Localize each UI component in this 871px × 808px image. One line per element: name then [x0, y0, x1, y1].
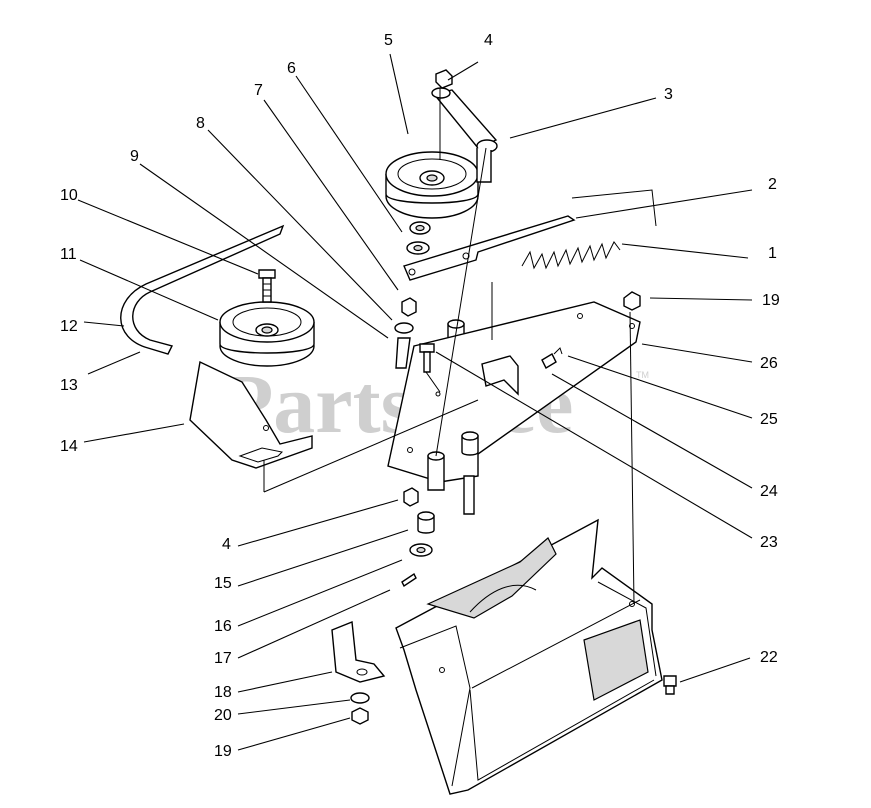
nut-4-top — [435, 69, 453, 89]
discharge-chute — [395, 518, 663, 795]
callout-26: 26 — [760, 355, 778, 372]
bushing-15 — [417, 511, 435, 534]
bolt-10 — [258, 269, 276, 303]
nut-8 — [401, 297, 417, 317]
pin-17 — [401, 572, 417, 588]
plate-14 — [189, 360, 313, 469]
washer-9 — [394, 322, 414, 334]
washer-20 — [350, 692, 370, 704]
callout-11: 11 — [60, 246, 77, 263]
callout-1: 1 — [768, 245, 777, 262]
callout-4-lower: 4 — [222, 536, 231, 553]
callout-2: 2 — [768, 176, 777, 193]
spring-1 — [521, 241, 621, 270]
mounting-plate-26 — [387, 301, 641, 515]
bolt-22 — [663, 675, 677, 695]
pulley-11 — [219, 301, 315, 367]
nut-4-lower — [403, 487, 419, 507]
callout-15: 15 — [214, 575, 232, 592]
spacer-9 — [395, 337, 411, 369]
callout-19-lower: 19 — [214, 743, 232, 760]
callout-23: 23 — [760, 534, 778, 551]
callout-9: 9 — [130, 148, 139, 165]
nut-19-top — [623, 291, 641, 311]
callout-10: 10 — [60, 187, 78, 204]
callout-7: 7 — [254, 82, 263, 99]
pulley-5 — [385, 151, 479, 219]
washer-6 — [409, 221, 431, 235]
drive-belt — [120, 224, 285, 355]
clip-25 — [553, 347, 563, 355]
bracket-18 — [331, 621, 386, 683]
nut-19-lower — [351, 707, 369, 725]
clip-24 — [541, 353, 557, 369]
watermark-trademark: TM — [636, 370, 649, 380]
callout-6: 6 — [287, 60, 296, 77]
idler-arm-3 — [431, 87, 498, 183]
callout-4: 4 — [484, 32, 493, 49]
callout-5: 5 — [384, 32, 393, 49]
callout-24: 24 — [760, 483, 778, 500]
bolt-23 — [419, 343, 435, 373]
bracket-2 — [403, 215, 576, 281]
washer-16 — [409, 543, 433, 557]
callout-12: 12 — [60, 318, 78, 335]
callout-3: 3 — [664, 86, 673, 103]
callout-25: 25 — [760, 411, 778, 428]
callout-16: 16 — [214, 618, 232, 635]
washer-7 — [406, 241, 430, 255]
callout-8: 8 — [196, 115, 205, 132]
callout-22: 22 — [760, 649, 778, 666]
leader-lines — [77, 53, 753, 751]
callout-13: 13 — [60, 377, 78, 394]
callout-14: 14 — [60, 438, 78, 455]
callout-18: 18 — [214, 684, 232, 701]
callout-17: 17 — [214, 650, 232, 667]
alignment-lines — [263, 88, 657, 605]
callout-19-top: 19 — [762, 292, 780, 309]
callout-20: 20 — [214, 707, 232, 724]
